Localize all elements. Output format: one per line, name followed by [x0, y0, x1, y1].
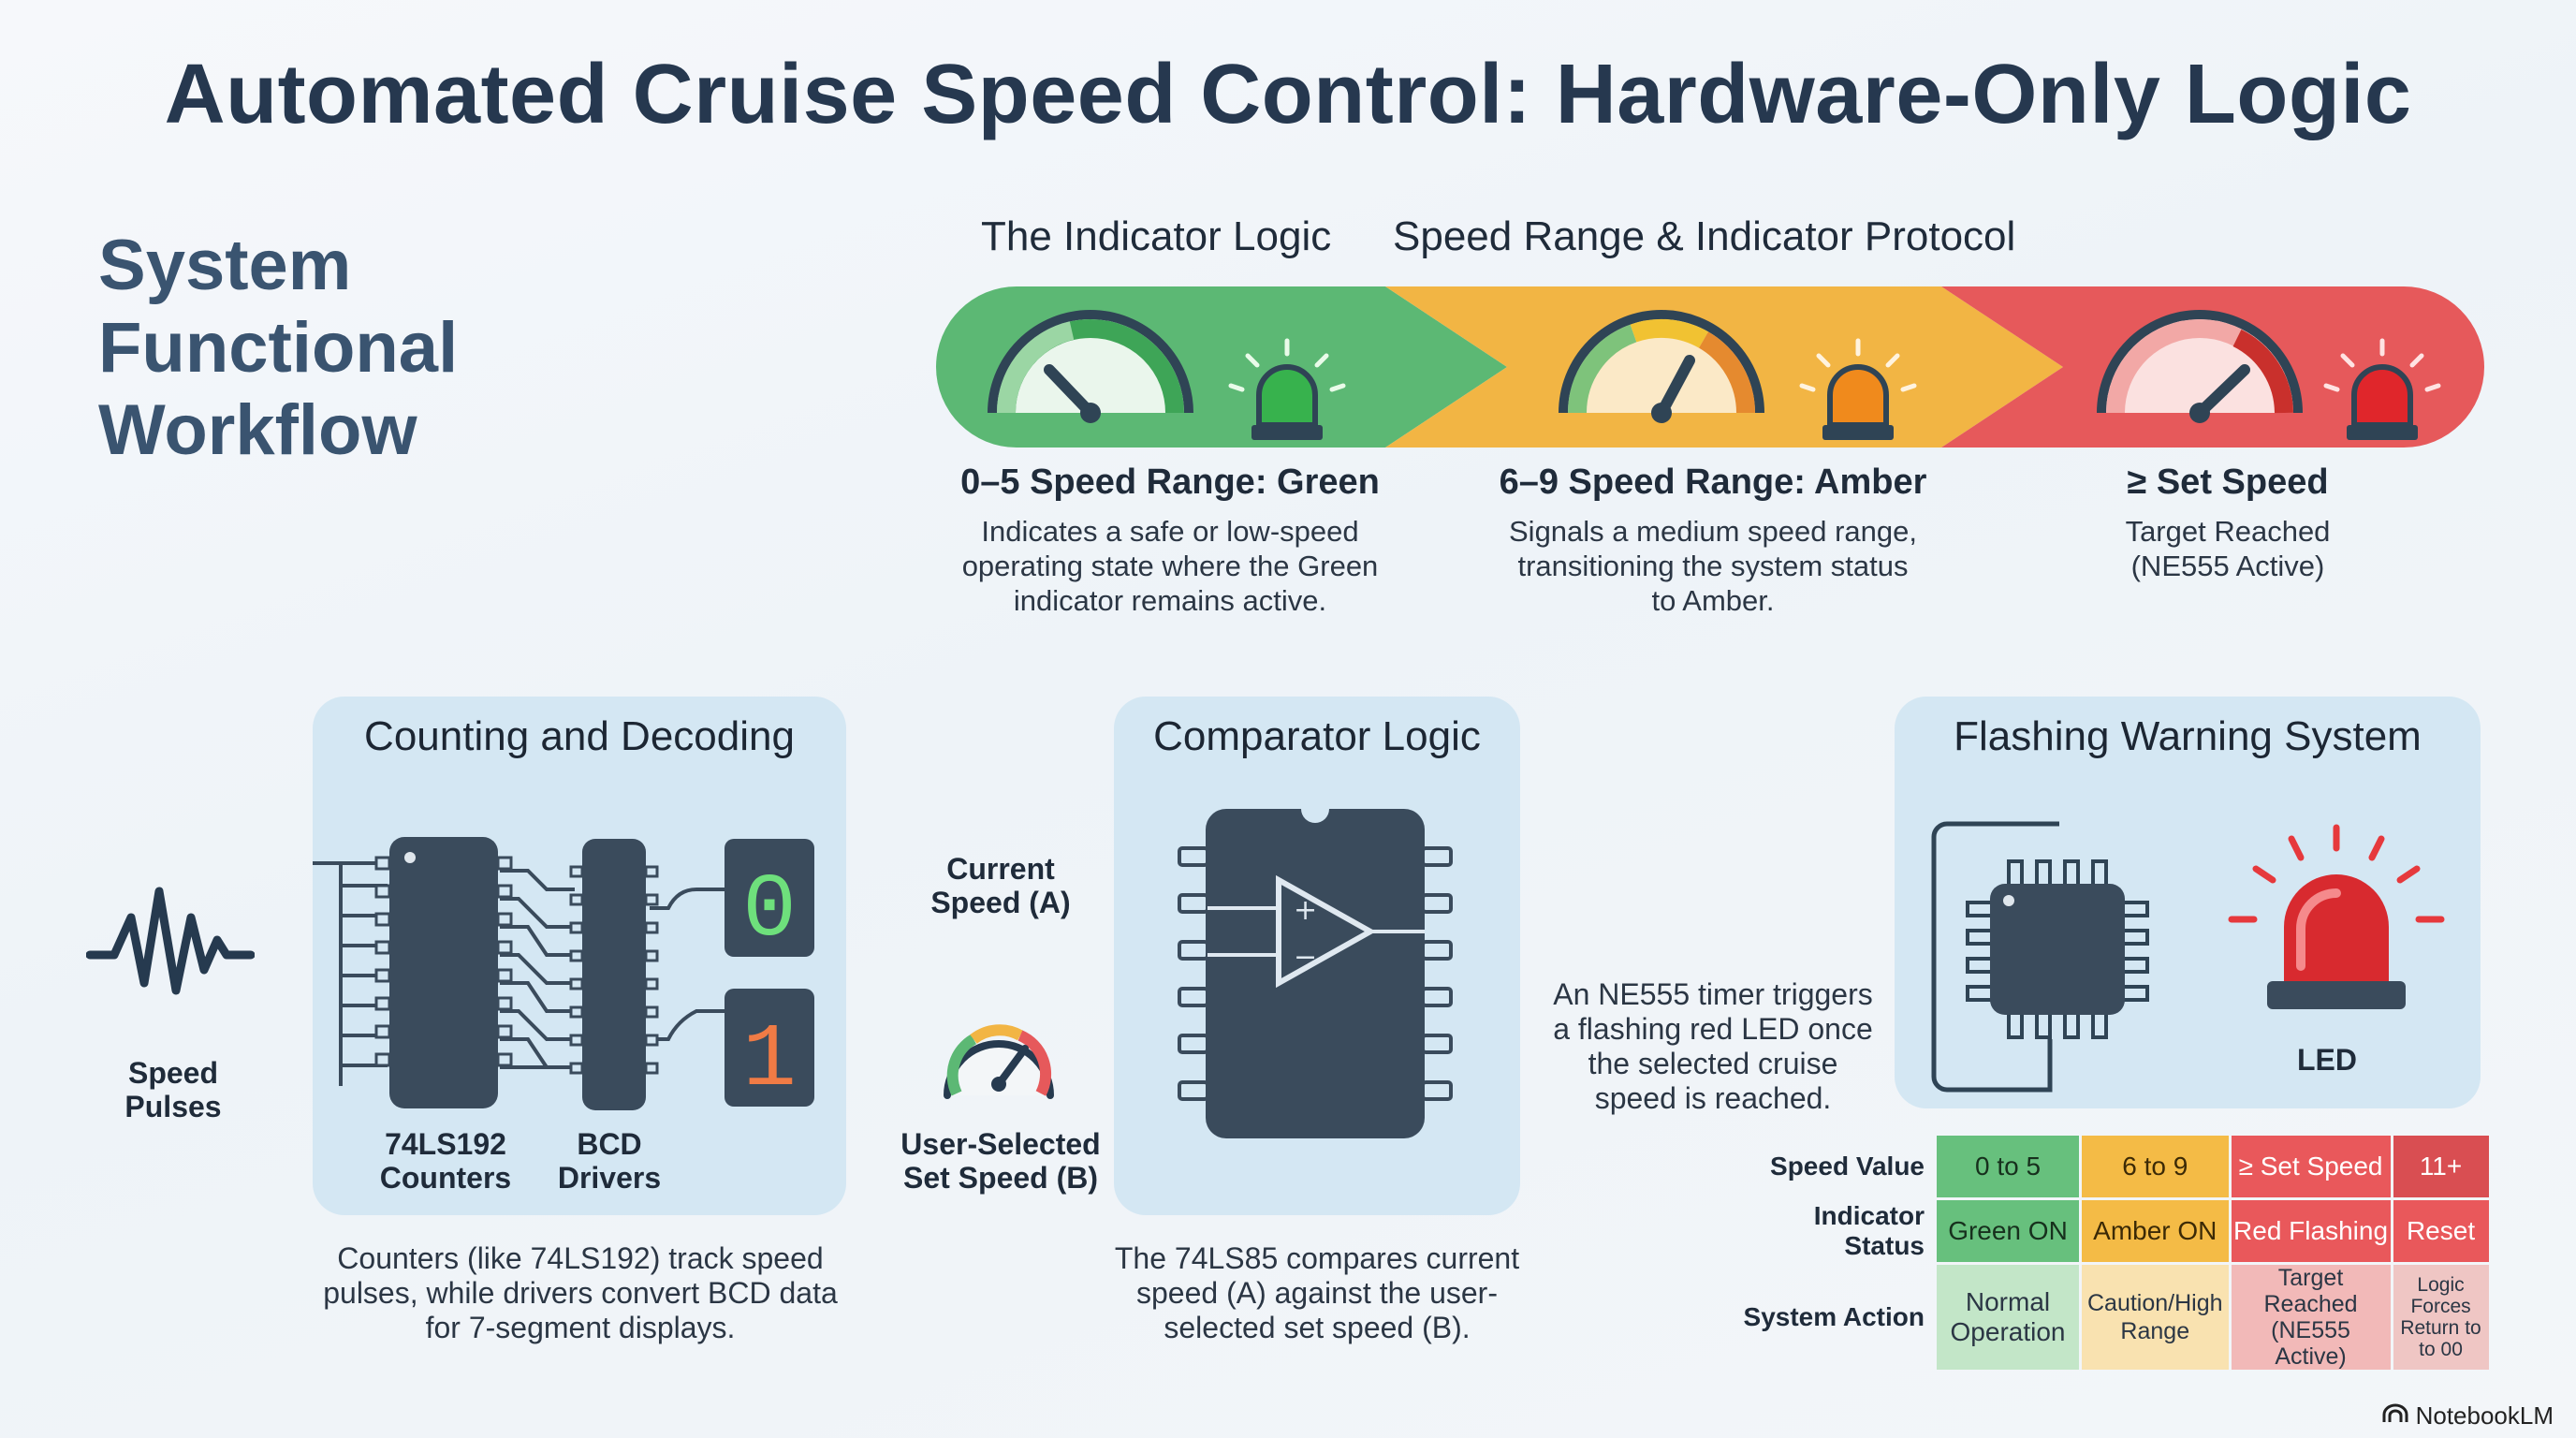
table-cell: Normal Operation: [1937, 1265, 2079, 1370]
table-row-header: Speed Value: [1770, 1152, 1925, 1181]
comparator-description: The 74LS85 compares current speed (A) ag…: [1114, 1241, 1520, 1344]
range-title: 6–9 Speed Range: Amber: [1499, 462, 1927, 502]
range-description: Indicates a safe or low-speed operating …: [961, 515, 1379, 617]
table-cell: 11+: [2393, 1136, 2489, 1197]
counter-circuit-diagram: 0 1: [313, 824, 846, 1128]
red-range-info: ≥ Set Speed Target Reached (NE555 Active…: [2059, 462, 2396, 583]
bcd-driver-label: BCD Drivers: [557, 1127, 662, 1195]
section-title-line: System: [98, 226, 352, 305]
notebooklm-branding: NotebookLM: [2382, 1401, 2554, 1431]
indicator-logic-heading: The Indicator Logic: [981, 213, 1332, 259]
page-title: Automated Cruise Speed Control: Hardware…: [164, 48, 2412, 141]
comparator-chip-diagram: + −: [1170, 796, 1470, 1156]
status-table: Speed Value 0 to 5 6 to 9 ≥ Set Speed 11…: [1734, 1133, 2492, 1372]
table-cell: Green ON: [1937, 1200, 2079, 1262]
comparator-panel-title: Comparator Logic: [1153, 713, 1481, 759]
table-cell: Target Reached (NE555 Active): [2231, 1265, 2391, 1370]
amber-gauge-icon: [1559, 310, 1764, 423]
red-led-beacon-icon: [2224, 816, 2449, 1036]
section-title-line: Workflow: [98, 390, 417, 470]
counting-description: Counters (like 74LS192) track speed puls…: [323, 1241, 838, 1344]
set-speed-gauge-icon: [936, 1002, 1061, 1119]
protocol-heading: Speed Range & Indicator Protocol: [1393, 213, 2016, 259]
table-cell: Amber ON: [2082, 1200, 2229, 1262]
red-gauge-icon: [2097, 310, 2303, 423]
notebooklm-logo-icon: [2382, 1401, 2408, 1431]
green-range-info: 0–5 Speed Range: Green Indicates a safe …: [936, 462, 1404, 618]
speed-range-band: [936, 286, 2484, 448]
table-row-header: System Action: [1743, 1302, 1925, 1331]
amber-beacon-icon: [1799, 338, 1917, 440]
table-cell: 0 to 5: [1937, 1136, 2079, 1197]
counter-chip-label: 74LS192 Counters: [379, 1127, 512, 1195]
table-cell: ≥ Set Speed: [2231, 1136, 2391, 1197]
red-beacon-icon: [2323, 338, 2441, 440]
ne555-description: An NE555 timer triggers a flashing red L…: [1553, 977, 1873, 1115]
ne555-chip-icon: [1919, 805, 2162, 1100]
speed-pulses-label: Speed Pulses: [124, 1056, 222, 1123]
display-digit-bottom: 1: [742, 1009, 797, 1111]
range-description: Target Reached (NE555 Active): [2125, 515, 2331, 582]
table-cell: Reset: [2393, 1200, 2489, 1262]
table-cell: Logic Forces Return to to 00: [2393, 1265, 2489, 1370]
brand-name: NotebookLM: [2415, 1401, 2554, 1430]
current-speed-label: Current Speed (A): [930, 852, 1071, 919]
minus-sign: −: [1294, 941, 1317, 974]
plus-sign: +: [1294, 894, 1317, 927]
pulse-waveform-icon: [85, 880, 256, 1006]
green-beacon-icon: [1228, 338, 1346, 440]
table-row-header: Indicator Status: [1813, 1201, 1925, 1260]
table-cell: Red Flashing: [2231, 1200, 2391, 1262]
flashing-panel-title: Flashing Warning System: [1954, 713, 2422, 759]
section-title: System Functional Workflow: [98, 225, 585, 472]
led-label: LED: [2297, 1043, 2357, 1077]
green-gauge-icon: [988, 310, 1193, 423]
table-cell: Caution/High Range: [2082, 1265, 2229, 1370]
display-digit-top: 0: [742, 859, 797, 961]
range-title: 0–5 Speed Range: Green: [960, 462, 1380, 502]
range-title: ≥ Set Speed: [2127, 462, 2329, 502]
range-description: Signals a medium speed range, transition…: [1509, 515, 1917, 617]
section-title-line: Functional: [98, 308, 459, 388]
set-speed-label: User-Selected Set Speed (B): [900, 1127, 1101, 1195]
counting-panel-title: Counting and Decoding: [364, 713, 795, 759]
table-cell: 6 to 9: [2082, 1136, 2229, 1197]
amber-range-info: 6–9 Speed Range: Amber Signals a medium …: [1470, 462, 1956, 618]
